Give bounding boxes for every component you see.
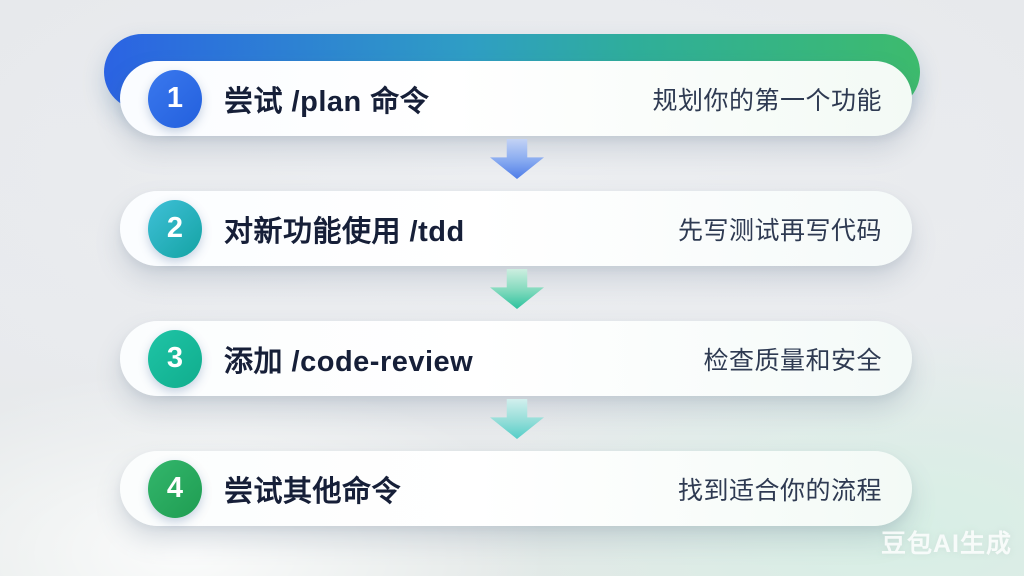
step-title: 对新功能使用 /tdd <box>224 215 465 248</box>
step-number-badge: 1 <box>148 69 202 128</box>
step-description: 找到适合你的流程 <box>677 476 882 505</box>
down-arrow-icon <box>490 139 544 179</box>
step-number-badge: 2 <box>148 199 202 258</box>
step-number: 2 <box>166 212 184 244</box>
step-title: 添加 /code-review <box>224 345 474 378</box>
step-number-badge: 3 <box>148 329 202 388</box>
down-arrow-icon <box>490 399 544 439</box>
step-row-3: 3 添加 /code-review 检查质量和安全 <box>120 321 912 396</box>
step-description: 先写测试再写代码 <box>677 216 882 245</box>
step-title: 尝试其他命令 <box>224 475 402 508</box>
ai-watermark: 豆包AI生成 <box>880 530 1012 558</box>
step-number: 3 <box>166 342 184 374</box>
step-title: 尝试 /plan 命令 <box>224 85 430 118</box>
step-description: 规划你的第一个功能 <box>652 86 882 115</box>
step-row-4: 4 尝试其他命令 找到适合你的流程 <box>120 451 912 526</box>
step-number-badge: 4 <box>148 459 202 518</box>
step-description: 检查质量和安全 <box>703 346 882 375</box>
step-row-2: 2 对新功能使用 /tdd 先写测试再写代码 <box>120 191 912 266</box>
step-number: 1 <box>166 82 184 114</box>
step-number: 4 <box>166 472 184 504</box>
down-arrow-icon <box>490 269 544 309</box>
step-row-1: 1 尝试 /plan 命令 规划你的第一个功能 <box>120 61 912 136</box>
